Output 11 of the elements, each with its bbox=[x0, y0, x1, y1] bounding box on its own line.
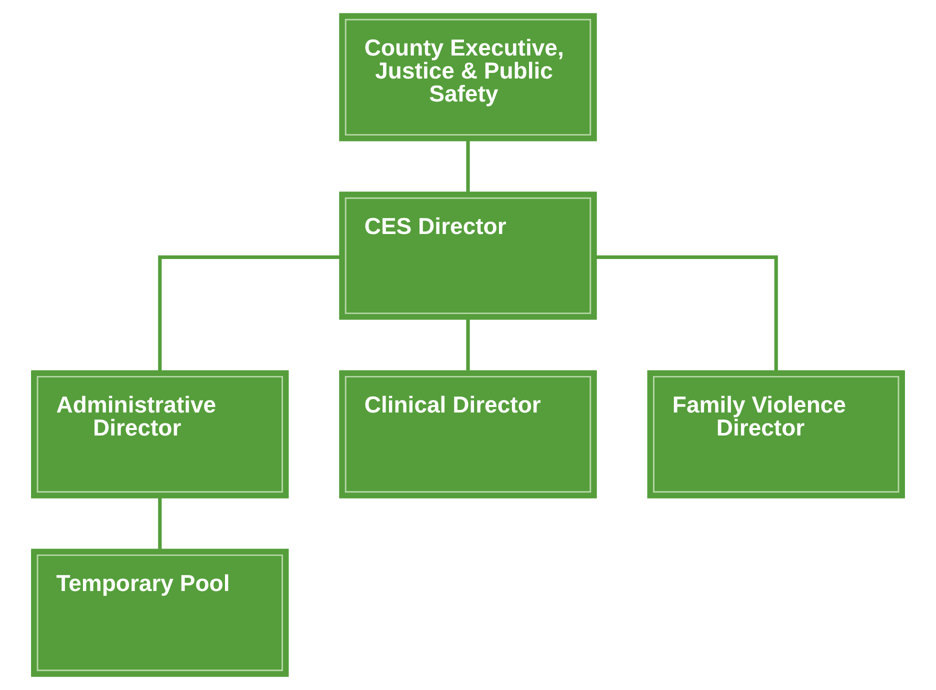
node-box: Administrative Director bbox=[31, 370, 289, 498]
connector bbox=[596, 255, 778, 371]
node-box: Clinical Director bbox=[339, 370, 597, 498]
node-box: Temporary Pool bbox=[31, 548, 289, 677]
connector bbox=[466, 319, 470, 370]
connector bbox=[158, 255, 340, 371]
node-box: Family Violence Director bbox=[647, 370, 905, 498]
node-box: County Executive, Justice & Public Safety bbox=[339, 13, 597, 142]
connector bbox=[466, 140, 470, 192]
node-box: CES Director bbox=[339, 192, 597, 320]
connector bbox=[158, 498, 162, 549]
